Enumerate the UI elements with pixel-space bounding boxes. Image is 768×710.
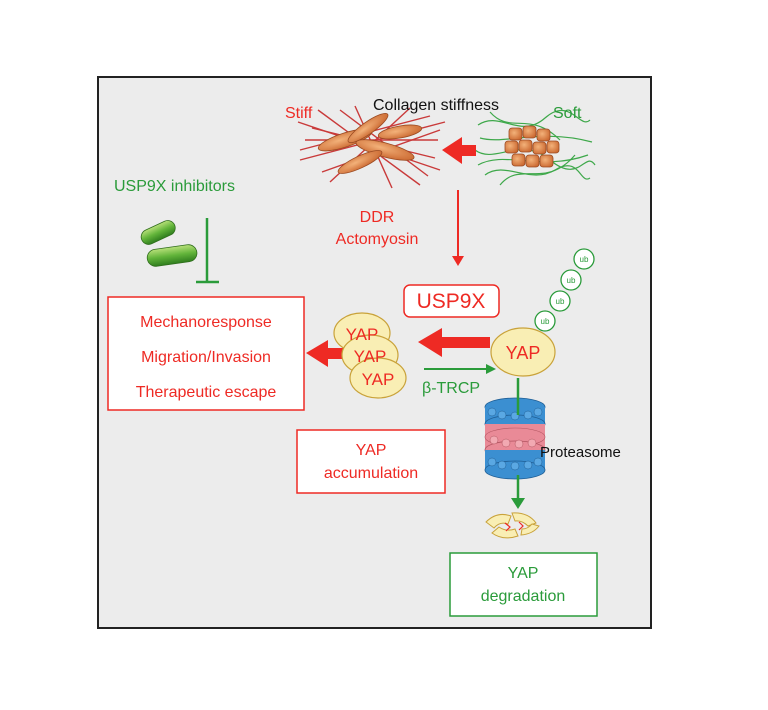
usp9x-box bbox=[403, 284, 500, 318]
mechanoresponse-label: Mechanoresponse bbox=[140, 314, 272, 331]
yap-label-2: YAP bbox=[354, 347, 387, 366]
deubiquitination-arrow bbox=[418, 328, 490, 357]
pill-icon bbox=[140, 220, 198, 267]
actomyosin-label: Actomyosin bbox=[336, 231, 419, 248]
soft-to-stiff-arrow bbox=[442, 137, 476, 164]
inhibition-symbol bbox=[196, 218, 219, 284]
collagen-stiffness-label: Collagen stiffness bbox=[373, 97, 499, 114]
ub-label-4: ub bbox=[580, 255, 589, 264]
yap-accumulation-line2: accumulation bbox=[324, 465, 418, 482]
soft-label: Soft bbox=[553, 105, 582, 122]
usp9x-inhibitors-label: USP9X inhibitors bbox=[114, 178, 235, 195]
soft-collagen-illustration bbox=[474, 110, 596, 186]
stiffness-to-usp9x-arrow bbox=[452, 190, 464, 266]
yap-degradation-line2: degradation bbox=[481, 588, 566, 605]
degraded-yap-icon bbox=[485, 512, 540, 539]
yap-stack bbox=[333, 312, 407, 399]
yap-degradation-line1: YAP bbox=[508, 565, 539, 582]
ub-label-3: ub bbox=[567, 276, 576, 285]
stiff-label: Stiff bbox=[285, 105, 313, 122]
ub-label-1: ub bbox=[541, 317, 550, 326]
yap-label-3: YAP bbox=[362, 370, 395, 389]
yap-accumulation-line1: YAP bbox=[356, 442, 387, 459]
usp9x-label: USP9X bbox=[417, 290, 486, 313]
outcomes-box bbox=[107, 296, 305, 411]
yap-to-outcomes-arrow bbox=[306, 340, 344, 367]
degradation-path-arrow bbox=[511, 378, 525, 509]
yap-accumulation-box bbox=[296, 429, 446, 494]
migration-invasion-label: Migration/Invasion bbox=[141, 349, 271, 366]
proteasome-icon bbox=[484, 397, 546, 480]
ubiquitin-chain bbox=[534, 248, 595, 332]
ub-label-2: ub bbox=[556, 297, 565, 306]
ubiquitinated-yap bbox=[490, 327, 556, 377]
proteasome-label: Proteasome bbox=[540, 444, 621, 461]
therapeutic-escape-label: Therapeutic escape bbox=[136, 384, 277, 401]
ubiquitinated-yap-label: YAP bbox=[506, 343, 541, 363]
ubiquitination-arrow bbox=[424, 364, 496, 374]
beta-trcp-label: β-TRCP bbox=[422, 380, 480, 397]
stiff-collagen-illustration bbox=[297, 105, 446, 189]
yap-degradation-box bbox=[449, 552, 598, 617]
ddr-label: DDR bbox=[360, 209, 395, 226]
yap-label-1: YAP bbox=[346, 325, 379, 344]
